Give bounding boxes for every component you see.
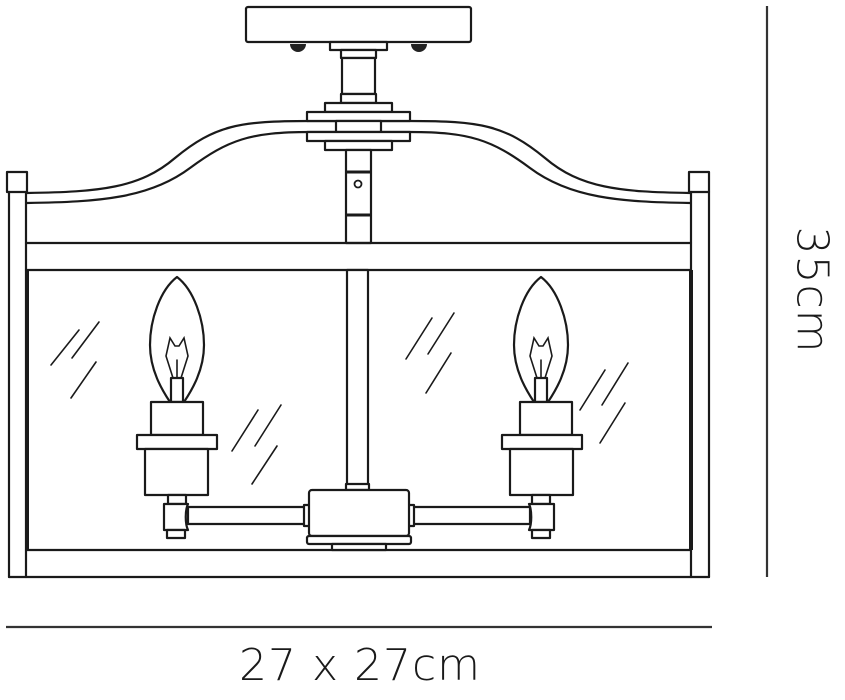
ceiling-plate — [244, 5, 473, 44]
down-rod — [344, 268, 371, 492]
lower-band — [7, 548, 711, 579]
center-rod — [344, 148, 373, 245]
mounting-screws — [290, 44, 427, 52]
height-dimension-label: 35cm — [786, 226, 838, 354]
left-candle-bulb — [148, 275, 206, 404]
right-candle-bulb — [512, 275, 570, 404]
center-collar — [305, 101, 412, 152]
width-dimension-label: 27 x 27cm — [238, 640, 482, 691]
upper-band — [24, 241, 693, 272]
right-candle-holder — [500, 400, 584, 540]
glass-reflections — [50, 312, 629, 485]
arm-hub — [305, 488, 413, 552]
arms — [186, 503, 532, 528]
left-candle-holder — [135, 400, 219, 540]
frame-posts — [5, 170, 711, 579]
stem — [328, 40, 389, 105]
